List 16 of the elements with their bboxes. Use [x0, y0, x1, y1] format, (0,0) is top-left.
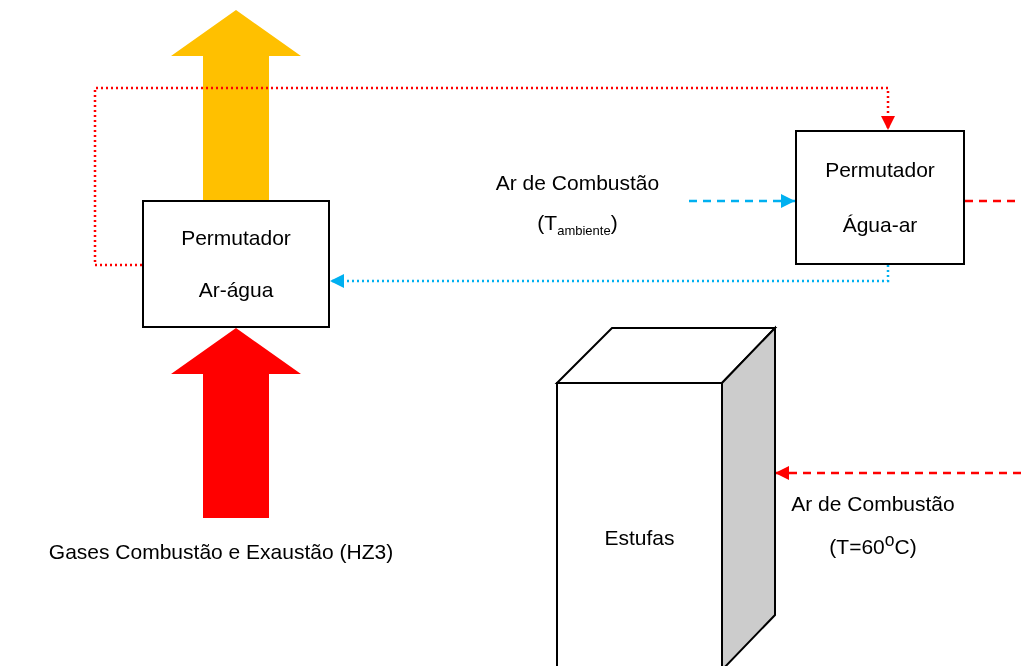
arrow	[93, 86, 895, 267]
process-box	[795, 130, 965, 265]
box-label: Ar-água	[198, 277, 274, 304]
process-box	[142, 200, 330, 328]
block-arrow	[171, 10, 301, 200]
arrow	[330, 265, 890, 288]
box-label: Água-ar	[842, 212, 918, 239]
flow-label: Ar de Combustão	[495, 169, 660, 196]
cabinet-label: Estufas	[603, 525, 676, 551]
flow-label: Gases Combustão e Exaustão (HZ3)	[48, 539, 394, 566]
arrow	[775, 466, 1021, 480]
box-label: Permutador	[181, 225, 291, 252]
box-label: Permutador	[825, 156, 935, 183]
arrow	[689, 194, 795, 208]
block-arrow	[171, 328, 301, 518]
flow-label: (T$_{ambiente}$)	[537, 209, 618, 240]
